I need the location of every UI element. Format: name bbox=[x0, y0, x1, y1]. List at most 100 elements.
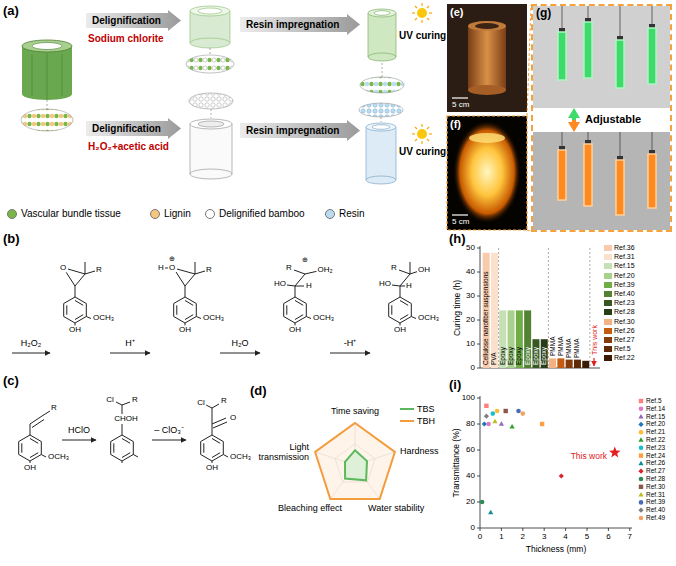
delignified-tube bbox=[190, 6, 230, 16]
process-arrow: Resin impregnation bbox=[240, 14, 360, 35]
scatter-chart bbox=[609, 447, 620, 458]
process-arrow: DelignificationSodium chlorite bbox=[86, 10, 181, 44]
scatter-chart bbox=[477, 398, 480, 399]
tick-label: 10 bbox=[466, 339, 475, 348]
tick-label: 0 bbox=[471, 363, 475, 372]
legend-marker bbox=[638, 422, 643, 427]
tick-label: 6 bbox=[606, 532, 610, 541]
photo-g bbox=[584, 22, 592, 78]
reaction-arrow bbox=[330, 353, 370, 354]
panel-letter: (c) bbox=[3, 374, 19, 389]
atom-label: CHOH bbox=[113, 414, 139, 423]
tick-label: 3 bbox=[542, 532, 546, 541]
bar-chart bbox=[516, 310, 523, 368]
legend-text: Ref.23 bbox=[614, 299, 635, 307]
step-label: Resin impregnation bbox=[240, 120, 360, 141]
atom-label: OH bbox=[288, 325, 302, 334]
photo-f bbox=[447, 116, 527, 230]
uv-sun bbox=[415, 139, 417, 141]
bar-label: Epoxy bbox=[524, 347, 531, 365]
tick-label: 60 bbox=[466, 445, 475, 454]
chemical-structure bbox=[111, 435, 134, 461]
uv-sun bbox=[415, 127, 417, 129]
photo-g bbox=[648, 154, 656, 208]
bar-label: Epoxy bbox=[508, 347, 515, 365]
legend-text: Ref.40 bbox=[646, 506, 665, 513]
bar-label: PMMA bbox=[558, 337, 565, 357]
scatter-chart bbox=[486, 422, 491, 427]
scatter-chart bbox=[484, 404, 488, 408]
radar-axis-label: Time saving bbox=[331, 406, 379, 416]
uv-sun bbox=[412, 3, 432, 144]
panel-letter: (e) bbox=[450, 6, 463, 19]
scatter-chart bbox=[477, 528, 480, 529]
white-tube bbox=[190, 169, 232, 179]
transparent-tube bbox=[396, 127, 397, 180]
tick-label: 0 bbox=[478, 532, 482, 541]
process-arrow: Resin impregnation bbox=[240, 120, 360, 141]
bar-chart bbox=[582, 361, 589, 368]
atom-label: HO bbox=[273, 279, 287, 288]
atom-label: OH bbox=[23, 463, 37, 472]
scatter-chart bbox=[587, 528, 588, 531]
chemical-structure bbox=[389, 297, 412, 323]
bar-chart bbox=[589, 248, 590, 368]
radar-chart bbox=[315, 423, 395, 499]
atom-label: R bbox=[205, 265, 213, 274]
uv-sun bbox=[421, 141, 422, 144]
resin-tube bbox=[396, 13, 397, 57]
uv-sun bbox=[421, 124, 422, 127]
photo-e bbox=[452, 97, 468, 98]
chemical-structure bbox=[284, 297, 307, 323]
legend-text: Ref.27 bbox=[614, 336, 635, 344]
legend-text: Vascular bundle tissue bbox=[21, 208, 121, 220]
bar-chart bbox=[499, 248, 590, 368]
atom-label: OCH₃ bbox=[229, 452, 252, 461]
scatter-chart bbox=[480, 396, 481, 528]
photo-g bbox=[616, 40, 624, 88]
atom-label: OCH₃ bbox=[312, 313, 335, 322]
process-label: UV curing bbox=[399, 146, 446, 158]
legend-swatch bbox=[604, 273, 612, 279]
legend-swatch bbox=[150, 209, 160, 219]
delignified-tube bbox=[190, 38, 230, 48]
legend-text: Ref.28 bbox=[646, 475, 665, 482]
zoom-line bbox=[210, 48, 211, 55]
uv-sun bbox=[427, 127, 429, 129]
atom-label: OCH₃ bbox=[202, 313, 225, 322]
legend-text: Delignified bamboo bbox=[219, 208, 305, 220]
uv-sun bbox=[429, 133, 432, 134]
legend-text: Ref.27 bbox=[646, 467, 665, 474]
white-tube bbox=[232, 124, 233, 174]
resin-tube bbox=[368, 13, 396, 57]
uv-sun bbox=[412, 12, 415, 13]
scatter-chart bbox=[629, 528, 630, 531]
resin-tube bbox=[368, 13, 369, 57]
photo-g bbox=[616, 160, 624, 215]
scatter-chart bbox=[501, 528, 502, 531]
atom-label: OCH₃ bbox=[417, 313, 440, 322]
arrow-body bbox=[86, 118, 181, 139]
legend-text: TBS bbox=[417, 404, 435, 414]
uv-sun bbox=[427, 139, 429, 141]
reaction-arrow bbox=[110, 353, 150, 354]
annotation: This work bbox=[591, 325, 598, 355]
legend-text: Ref.49 bbox=[646, 514, 665, 521]
axis-title: Thickness (mm) bbox=[526, 545, 586, 555]
delignified-tube bbox=[230, 11, 231, 43]
bar-chart bbox=[477, 248, 480, 249]
cell-cluster bbox=[360, 77, 404, 93]
legend-text: Ref.5 bbox=[614, 345, 631, 353]
bar-label: Epoxy bbox=[541, 347, 548, 365]
bar-label: Epoxy bbox=[516, 347, 523, 365]
white-tube bbox=[190, 124, 191, 174]
legend-text: Ref.22 bbox=[614, 354, 635, 362]
bamboo-tube bbox=[32, 43, 62, 50]
photo-g bbox=[533, 6, 670, 108]
reaction-arrow bbox=[152, 440, 186, 441]
atom-label: Cl bbox=[196, 398, 206, 407]
reagent-label: -H⁺ bbox=[344, 338, 357, 348]
legend-text: Ref.26 bbox=[614, 327, 635, 335]
photo-g bbox=[584, 144, 592, 206]
photo-g bbox=[588, 6, 589, 18]
